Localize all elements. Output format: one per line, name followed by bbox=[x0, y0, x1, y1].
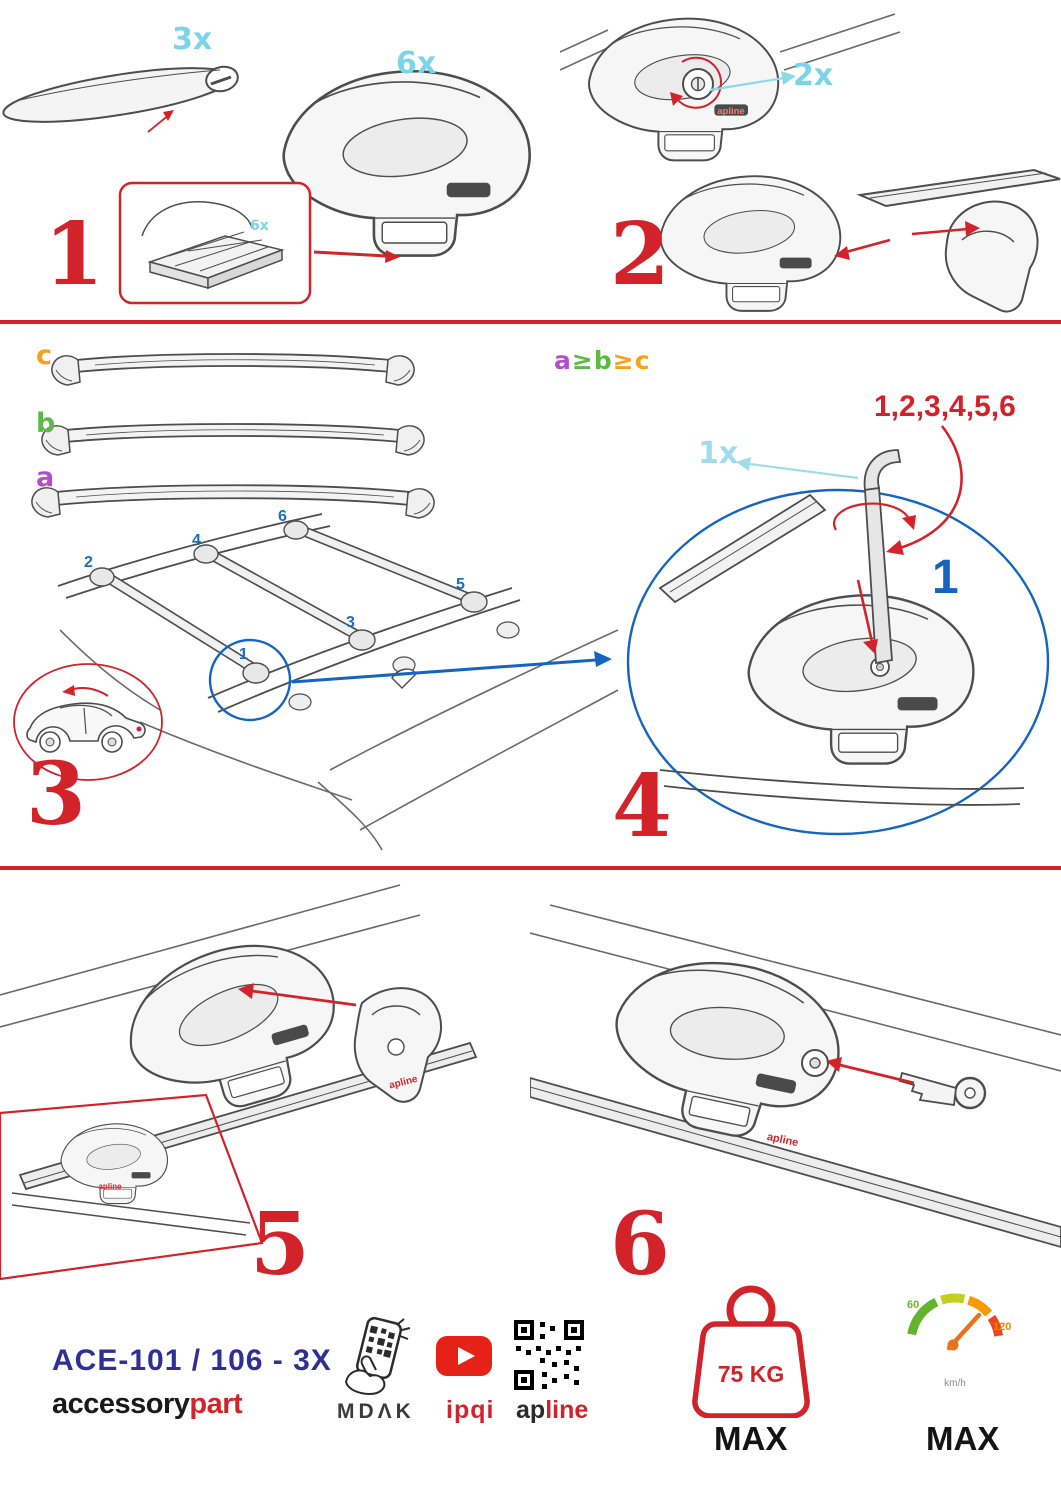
bar-size-b-drawing bbox=[41, 423, 425, 456]
mount-position-1: 1 bbox=[239, 646, 248, 663]
allen-key-drawing bbox=[863, 449, 902, 665]
rail-drawing bbox=[530, 1077, 1061, 1248]
sequence-arrow bbox=[886, 425, 963, 555]
step-1-number: 1 bbox=[44, 204, 104, 305]
mount-position-6: 6 bbox=[278, 508, 287, 525]
rule-c: c bbox=[634, 346, 651, 375]
brand-logo: accessorypart bbox=[52, 1388, 243, 1421]
section-divider-1 bbox=[0, 320, 1061, 324]
speed-max-label: MAX bbox=[926, 1420, 1000, 1457]
bar-label-b: b bbox=[36, 408, 56, 439]
insert-arrows bbox=[834, 221, 980, 260]
mount-position-5: 5 bbox=[456, 576, 465, 593]
bar-pointer-arrow bbox=[147, 110, 174, 133]
insert-clamp-arrow bbox=[238, 983, 357, 1007]
speed-max-tick: 120 bbox=[993, 1321, 1011, 1333]
apline-line: line bbox=[545, 1396, 589, 1424]
step4-illustration bbox=[626, 425, 1050, 836]
key-drawing bbox=[898, 1071, 987, 1110]
weight-limit-icon: 75 KG bbox=[692, 1285, 810, 1418]
pad-qty-label: 6x bbox=[250, 218, 269, 234]
foot-drawing bbox=[282, 69, 531, 257]
speed-limit-icon: 60 120 km/h bbox=[907, 1293, 1011, 1389]
car-inset bbox=[13, 663, 163, 781]
mount-position-3: 3 bbox=[346, 614, 355, 631]
phone-scan-icon bbox=[344, 1316, 411, 1396]
bar-label-c: c bbox=[36, 340, 53, 371]
bar-size-a-drawing bbox=[31, 484, 435, 519]
weight-max-label: MAX bbox=[714, 1420, 788, 1457]
rule-a: a bbox=[554, 346, 572, 375]
brand-part: part bbox=[189, 1388, 243, 1420]
ipqi-logo-label: ipqi bbox=[446, 1396, 495, 1424]
assembled-detail-panel: apline bbox=[0, 1093, 264, 1281]
bar-label-a: a bbox=[36, 462, 55, 493]
tool-qty-arrow bbox=[736, 457, 859, 480]
qr-code-icon bbox=[512, 1318, 586, 1392]
speed-min-tick: 60 bbox=[907, 1299, 919, 1311]
bar-qty-label: 3x bbox=[172, 22, 213, 57]
tighten-sequence-label: 1,2,3,4,5,6 bbox=[874, 390, 1016, 423]
step-3-number: 3 bbox=[26, 744, 86, 845]
position-1-highlight-circle bbox=[208, 638, 292, 722]
foot-logo-text: apline bbox=[98, 1182, 122, 1191]
foot-qty-label: 6x bbox=[396, 46, 437, 81]
bar-size-c-drawing bbox=[51, 353, 415, 386]
foot-logo-text: apline bbox=[717, 106, 744, 117]
step3-illustration bbox=[13, 353, 619, 851]
rule-ge2: ≥ bbox=[612, 346, 635, 375]
model-code: ACE-101 / 106 - 3X bbox=[52, 1344, 332, 1377]
speed-unit: km/h bbox=[944, 1378, 966, 1389]
first-position-label: 1 bbox=[932, 551, 959, 604]
mount-position-2: 2 bbox=[84, 554, 93, 571]
mount-position-4: 4 bbox=[192, 532, 201, 549]
foot-with-lock-drawing: apline bbox=[587, 17, 780, 162]
pad-inset bbox=[118, 181, 312, 305]
step-6-number: 6 bbox=[610, 1194, 670, 1295]
step-5-number: 5 bbox=[250, 1194, 310, 1295]
step-2-number: 2 bbox=[610, 204, 670, 305]
clamp-piece-drawing: apline bbox=[353, 987, 443, 1103]
lock-turn-arrow bbox=[670, 56, 722, 109]
step6-illustration: apline bbox=[530, 904, 1061, 1248]
step1-illustration bbox=[2, 65, 531, 305]
apline-logo-label: apline bbox=[516, 1396, 588, 1425]
end-cap-drawing bbox=[944, 200, 1039, 313]
lock-qty-arrow bbox=[709, 71, 796, 92]
detail-callout-arrow bbox=[291, 651, 612, 684]
step5-illustration: apline apline bbox=[0, 884, 478, 1281]
youtube-icon bbox=[436, 1336, 492, 1376]
step2-illustration: apline bbox=[560, 13, 1061, 313]
lock-qty-label: 2x bbox=[793, 58, 834, 93]
step-4-number: 4 bbox=[612, 756, 672, 857]
bar-into-foot-drawing bbox=[659, 168, 1061, 312]
mdak-logo-label: MDΛK bbox=[337, 1400, 415, 1423]
tool-qty-label: 1x bbox=[698, 436, 739, 471]
tighten-down-arrow bbox=[856, 579, 878, 654]
rule-ge1: ≥ bbox=[571, 346, 594, 375]
rotate-key-arrow bbox=[832, 502, 916, 531]
apline-ap: ap bbox=[516, 1396, 546, 1424]
key-to-lock-arrow bbox=[826, 1057, 915, 1085]
brand-accessory: accessory bbox=[52, 1388, 190, 1420]
crossbar-drawing bbox=[2, 65, 239, 123]
size-rule-label: a≥b≥c bbox=[554, 346, 651, 375]
inset-to-foot-arrow bbox=[313, 250, 400, 263]
section-divider-2 bbox=[0, 866, 1061, 870]
weight-limit-value: 75 KG bbox=[718, 1361, 784, 1387]
rule-b: b bbox=[593, 346, 613, 375]
